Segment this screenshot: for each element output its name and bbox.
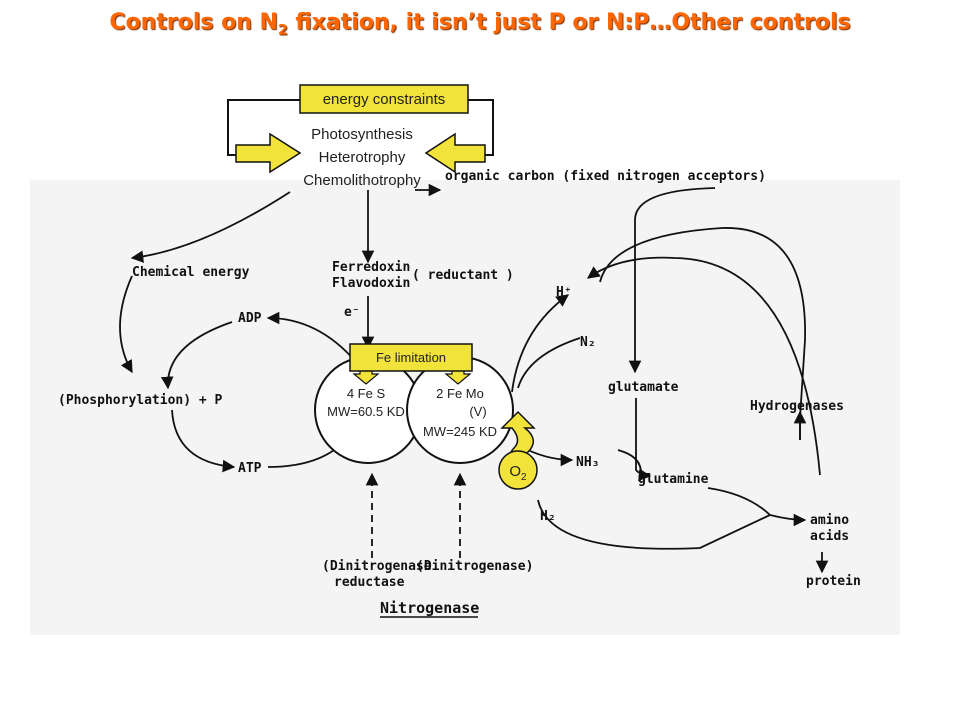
- oxygen-base: O: [509, 463, 521, 480]
- protein-label: protein: [806, 574, 861, 589]
- title-pre: Controls on N: [109, 10, 278, 35]
- h-plus-label: H⁺: [556, 285, 572, 300]
- gene-product-arrows: [365, 472, 467, 558]
- dinitrogenase-mw-label: MW=245 KD: [423, 424, 497, 439]
- dinitrogenase-fe-label: 2 Fe Mo: [436, 386, 484, 401]
- phosphorylation-label: (Phosphorylation) + P: [58, 393, 223, 408]
- chemolithotrophy-label: Chemolithotrophy: [303, 172, 421, 189]
- flavodoxin-label: Flavodoxin: [332, 276, 410, 291]
- organic-carbon-label: organic carbon (fixed nitrogen acceptors…: [445, 169, 766, 184]
- energy-constraints-label: energy constraints: [323, 91, 446, 108]
- phosphorylation-cycle: [119, 275, 357, 473]
- atp-label: ATP: [238, 461, 262, 476]
- energy-constraints-box: [299, 84, 469, 114]
- fe-limitation-box: [349, 343, 473, 372]
- n2-label: N₂: [580, 335, 596, 350]
- reductase-mw-label: MW=60.5 KD: [327, 404, 405, 419]
- hydrogenases-label: Hydrogenases: [750, 399, 844, 414]
- heterotrophy-label: Heterotrophy: [319, 149, 406, 166]
- nh3-label: NH₃: [576, 455, 599, 470]
- right-yellow-arrow: [424, 132, 486, 174]
- amino-label: amino: [810, 513, 849, 528]
- oxygen-label: O2: [509, 463, 527, 483]
- dinitrogenase-v-label: (V): [469, 404, 486, 419]
- title-subscript: 2: [277, 22, 288, 39]
- dinitrogenase-label: (Dinitrogenase): [416, 559, 533, 574]
- reductant-label: ( reductant ): [412, 268, 514, 283]
- glutamate-label: glutamate: [608, 380, 679, 395]
- chemical-energy-label: Chemical energy: [132, 265, 250, 280]
- top-flow-arrows: [130, 183, 716, 374]
- oxygen-circle: [498, 450, 538, 490]
- ferredoxin-label: Ferredoxin: [332, 260, 410, 275]
- energy-frame: [227, 99, 494, 156]
- h2-label: H₂: [540, 509, 556, 524]
- glutamine-label: glutamine: [638, 472, 709, 487]
- right-flow-arrows: [511, 227, 829, 574]
- electron-label: e⁻: [344, 305, 360, 320]
- oxygen-subscript: 2: [521, 472, 527, 483]
- title-post: fixation, it isn’t just P or N:P…Other c…: [287, 10, 851, 35]
- adp-label: ADP: [238, 311, 262, 326]
- slide-title: Controls on N2 fixation, it isn’t just P…: [0, 10, 960, 38]
- fe-limitation-label: Fe limitation: [376, 350, 446, 365]
- reductase-fe-label: 4 Fe S: [347, 386, 386, 401]
- photosynthesis-label: Photosynthesis: [311, 126, 413, 143]
- acids-label: acids: [810, 529, 849, 544]
- nitrogenase-label: Nitrogenase: [380, 599, 479, 617]
- left-yellow-arrow: [235, 132, 302, 174]
- dinitrogenase-reductase-label: (Dinitrogenase: [322, 559, 432, 574]
- reductase-label: reductase: [334, 575, 405, 590]
